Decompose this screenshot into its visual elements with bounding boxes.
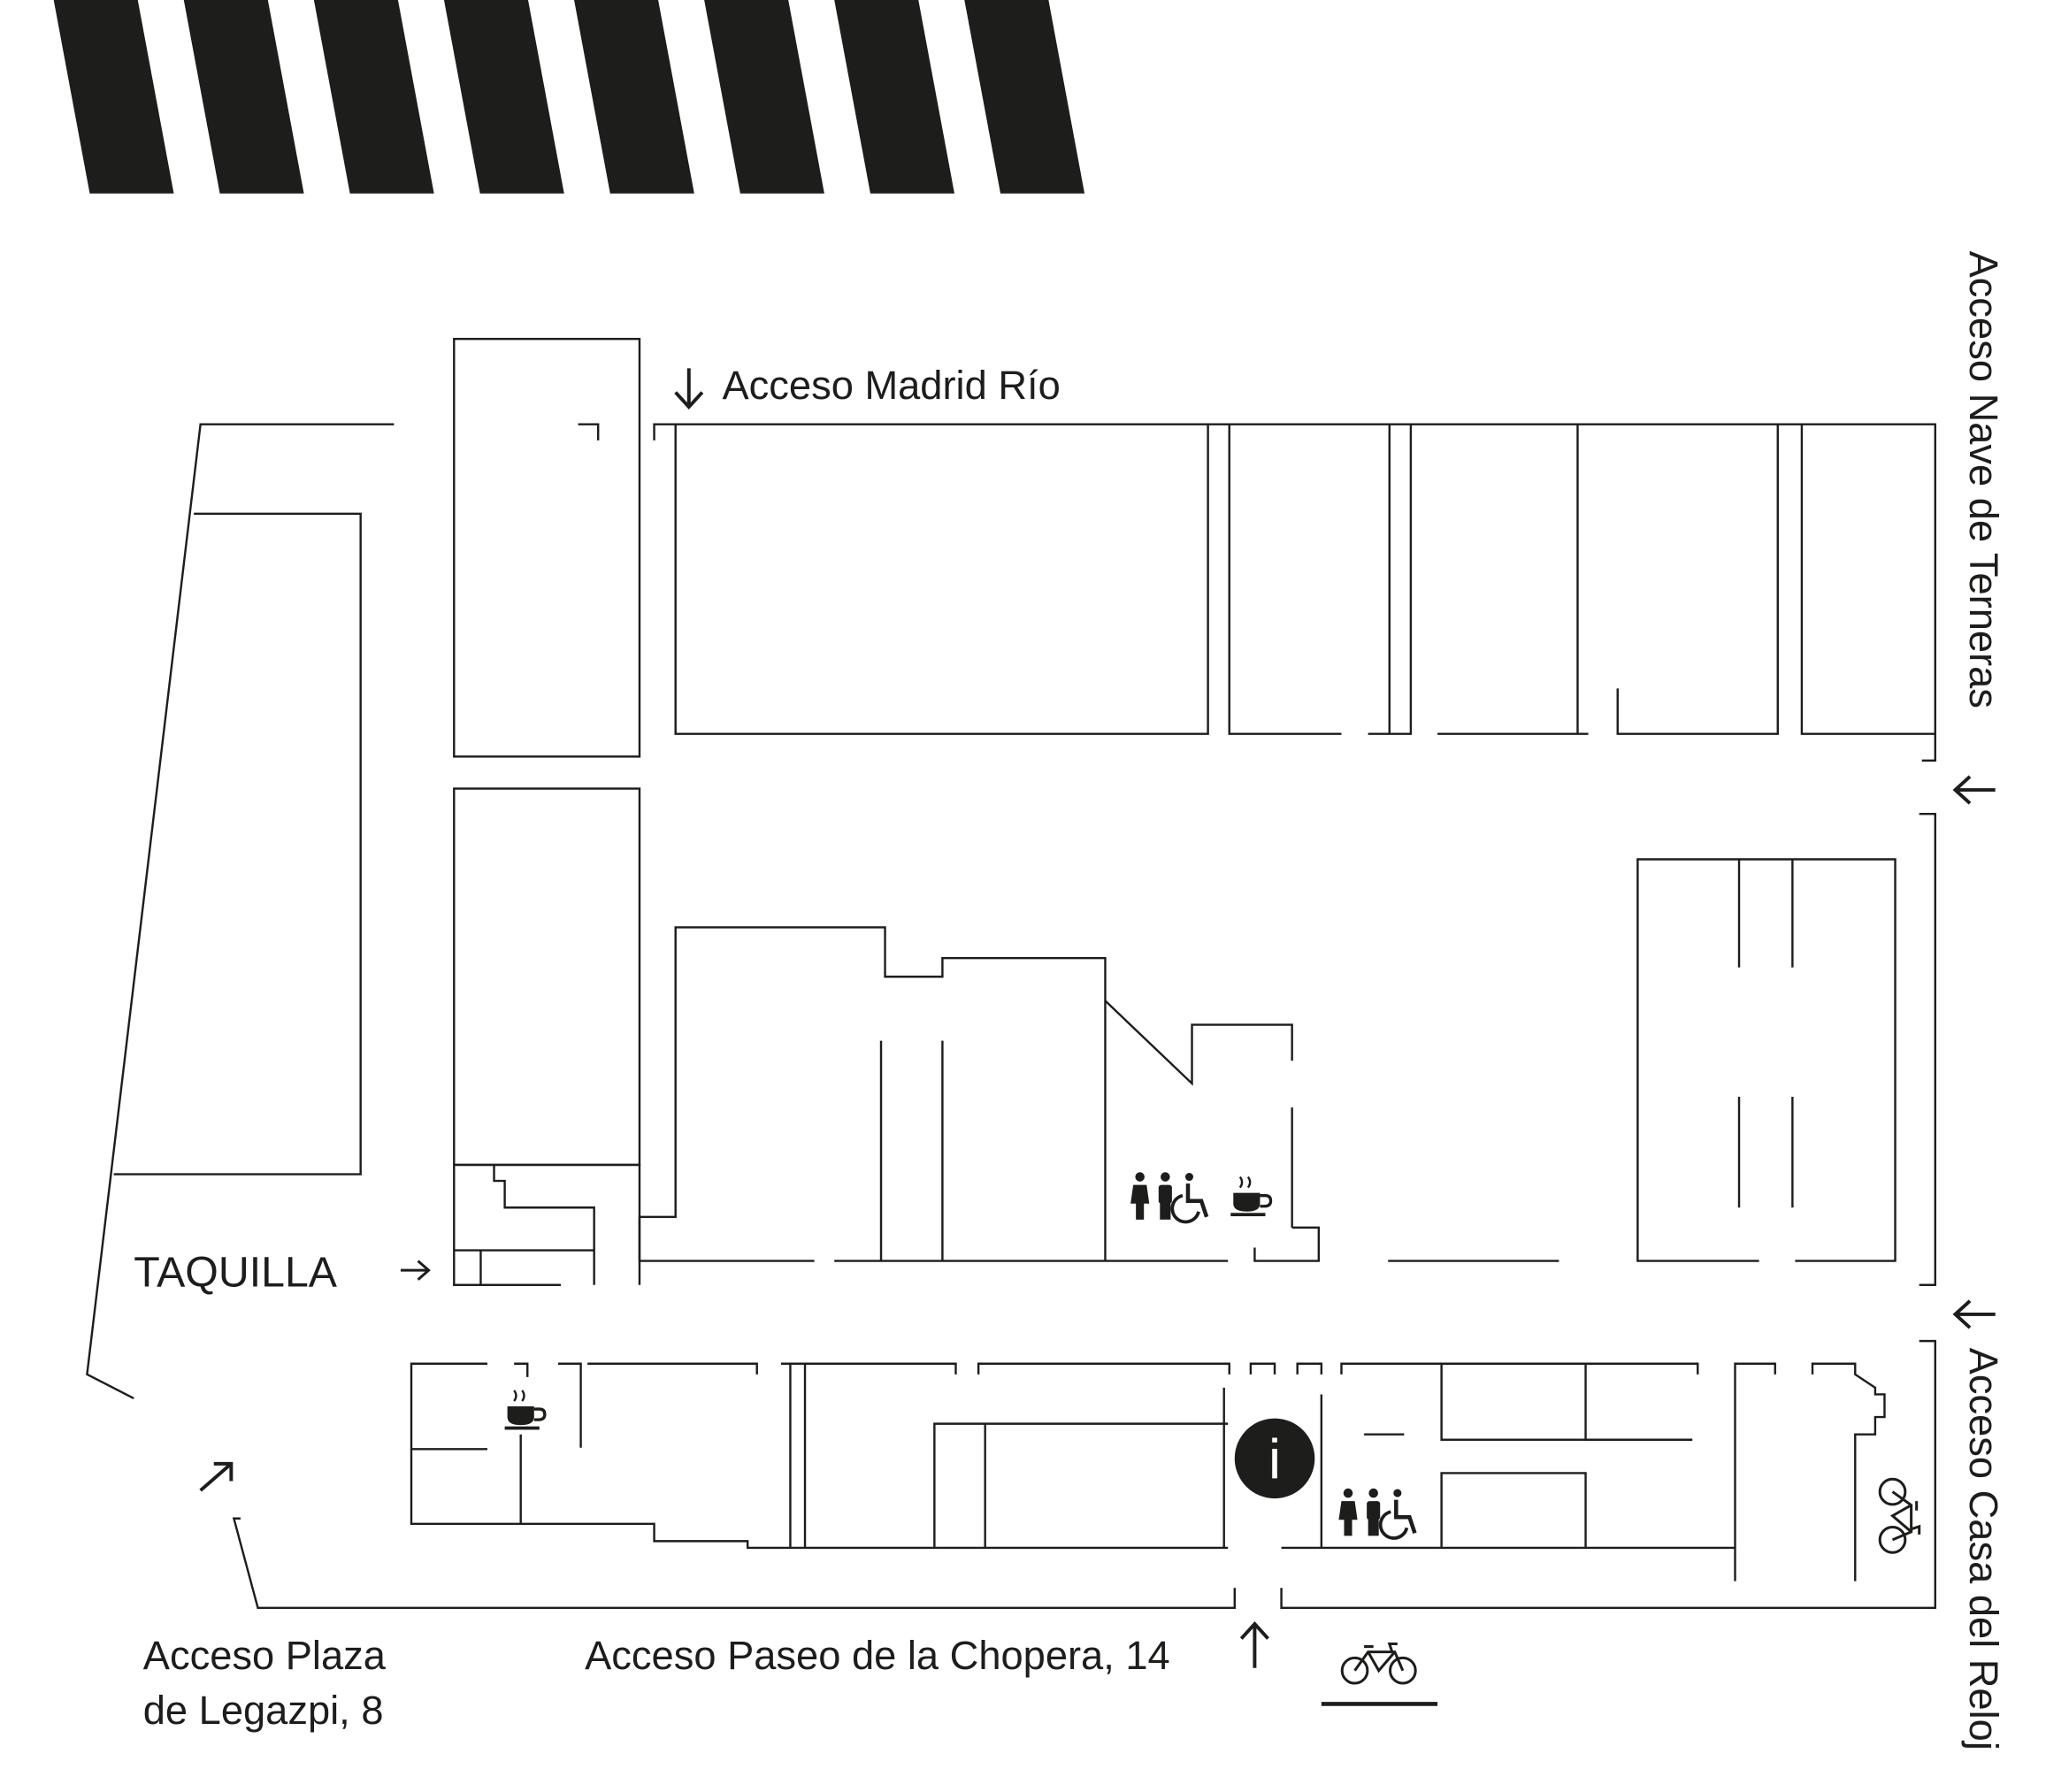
stripe — [834, 0, 954, 194]
bicycle-icon — [1878, 1477, 1921, 1554]
label-taquilla: TAQUILLA — [134, 1248, 338, 1296]
label-acceso-chopera: Acceso Paseo de la Chopera, 14 — [585, 1633, 1170, 1678]
header-stripes — [53, 0, 1085, 194]
info-icon: i — [1234, 1418, 1315, 1499]
label-acceso-legazpi-2: de Legazpi, 8 — [143, 1688, 384, 1733]
stripe — [183, 0, 304, 194]
stripe — [53, 0, 174, 194]
label-acceso-madrid-rio: Acceso Madrid Río — [722, 363, 1060, 408]
arrow-up-right-icon — [199, 1461, 234, 1492]
toilets-icon — [1338, 1488, 1417, 1540]
label-acceso-nave-terneras: Acceso Nave de Terneras — [1961, 251, 2006, 708]
arrow-left-icon — [1952, 1299, 1996, 1329]
arrow-down-icon — [674, 368, 704, 410]
coffee-icon — [1230, 1176, 1273, 1217]
arrow-left-icon — [1952, 775, 1996, 805]
arrow-right-icon — [400, 1260, 431, 1281]
toilets-icon — [1130, 1172, 1209, 1224]
label-acceso-legazpi-1: Acceso Plaza — [143, 1633, 387, 1678]
stripe — [574, 0, 694, 194]
label-acceso-casa-reloj: Acceso Casa del Reloj — [1961, 1348, 2006, 1750]
coffee-icon — [504, 1390, 547, 1430]
stripe — [964, 0, 1085, 194]
floor-plan-walls — [86, 337, 1936, 1706]
stripe — [313, 0, 434, 194]
arrow-up-icon — [1239, 1621, 1269, 1668]
stripe — [443, 0, 564, 194]
svg-text:i: i — [1268, 1428, 1281, 1490]
bicycle-icon — [1340, 1643, 1417, 1685]
stripe — [704, 0, 824, 194]
